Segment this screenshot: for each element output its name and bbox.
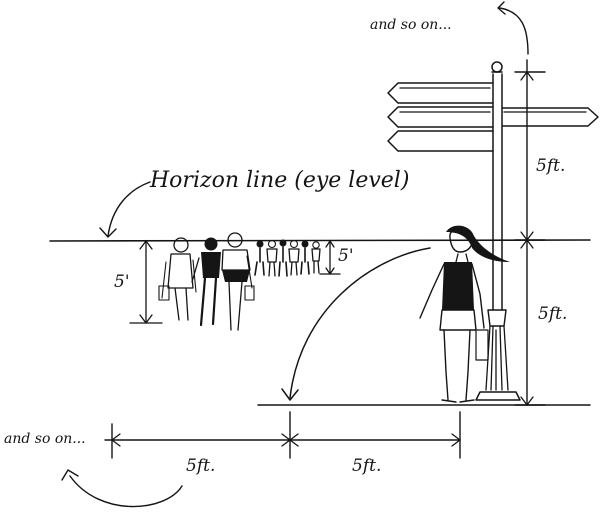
pedestrian-3 (221, 232, 255, 331)
horizon-callout-arrow (99, 181, 151, 238)
left-sign-boards (387, 82, 494, 152)
crowd-figure (300, 240, 310, 275)
crowd-figure (288, 239, 300, 276)
crowd-figure (311, 241, 321, 274)
ground-left-width-label: 5ft. (186, 456, 216, 476)
pedestrian-1 (158, 237, 197, 321)
signpost-pole (475, 61, 521, 401)
crowd-height-label: 5' (338, 246, 354, 266)
distant-crowd (254, 239, 321, 277)
woman-figure (419, 225, 510, 403)
crowd-figure (278, 239, 288, 277)
ground-width-dimension (104, 411, 461, 459)
left-height-dimension (129, 240, 163, 324)
crowd-figure (254, 240, 265, 276)
crowd-figure (266, 239, 278, 277)
right-sign-board (501, 107, 599, 127)
bottom-continue-arrow (61, 469, 183, 508)
post-height-dimension (514, 59, 546, 406)
crowd-height-dimension (319, 240, 341, 275)
pedestrian-2 (191, 237, 221, 327)
ground-right-width-label: 5ft. (352, 456, 382, 476)
pedestrian-group (158, 232, 255, 331)
post-top-height-label: 5ft. (536, 156, 566, 176)
top-continue-arrow (497, 1, 529, 55)
top-and-so-on-label: and so on... (370, 17, 452, 33)
horizon-line (49, 239, 591, 242)
rotation-arc-arrow (281, 247, 431, 401)
bottom-and-so-on-label: and so on... (4, 431, 86, 447)
left-height-label: 5' (114, 272, 130, 292)
horizon-line-label: Horizon line (eye level) (150, 168, 410, 193)
post-bottom-height-label: 5ft. (538, 304, 568, 324)
